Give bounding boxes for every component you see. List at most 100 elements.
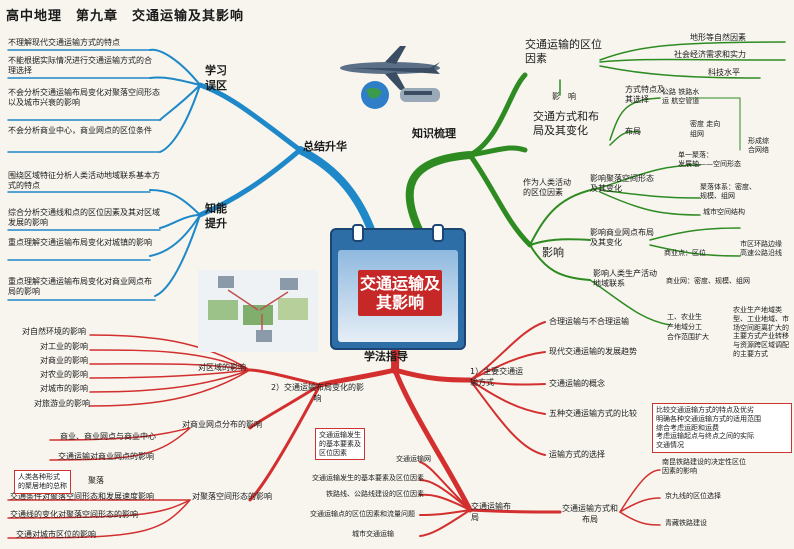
transport-layout-item: 铁路线、公路线建设的区位因素 (326, 490, 424, 498)
settlement-impact-item: 聚落体系：密度、 (700, 183, 756, 191)
note-line: 的聚居地的总称 (18, 481, 67, 490)
commercial-impact-item: 商业、商业网点与商业中心 (60, 432, 156, 441)
settlement-form-item: 交通对城市区位的影响 (16, 530, 96, 539)
method-label: 学法指导 (364, 350, 408, 363)
transport-type-item: 运输方式的选择 (549, 450, 605, 459)
settlement-form-item: 聚落 (88, 476, 104, 485)
summary-label: 总结升华 (303, 140, 347, 153)
case-study-item: 京九线的区位选择 (665, 492, 721, 500)
mode-feature-values: 运 航空管道 (662, 97, 700, 105)
skill-item: 重点理解交通运输布局变化对城镇的影响 (8, 238, 152, 247)
case-study-item: 青藏铁路建设 (665, 519, 707, 527)
layout-label: 布局 (625, 127, 641, 136)
note-line: 的基本要素及 (319, 439, 361, 448)
central-topic-title: 交通运输及其影响 (358, 270, 442, 317)
note-line: 区位因素 (319, 448, 347, 457)
blue-trunk (296, 146, 376, 236)
settlement-impact-item: 单一聚落： (678, 151, 713, 159)
binder-ring (432, 224, 444, 242)
commerce-impact-item: 高速公路沿线 (740, 249, 782, 257)
transport-type-item: 现代交通运输的发展趋势 (549, 347, 637, 356)
settlement-impact-item: 城市空间结构 (703, 208, 745, 216)
network-label: 合网络 (748, 146, 769, 154)
transport-layout-item: 交通运输点的区位因素和流量问题 (310, 510, 415, 518)
location-factor: 地形等自然因素 (690, 33, 746, 42)
skills-label: 知能提升 (205, 202, 227, 230)
layout-change-label: 2）交通运输布局变化的影响 (270, 383, 365, 403)
green-trunk (405, 151, 474, 236)
influence-label: 影 响 (552, 92, 576, 101)
errors-label: 学习误区 (205, 64, 227, 92)
knowledge-label: 知识梳理 (412, 127, 456, 140)
network-label: 形成综 (748, 137, 769, 145)
region-impact-item: 对自然环境的影响 (22, 327, 86, 336)
mode-choice-note: 比较交通运输方式的特点及优劣 明确各种交通运输方式的适用范围 综合考虑运距和运费… (652, 403, 792, 453)
region-impact-item: 对旅游业的影响 (34, 399, 90, 408)
region-impact-item: 对商业的影响 (40, 356, 88, 365)
settlement-impact-label: 影响聚落空间形态及其变化 (590, 174, 654, 193)
skill-item: 重点理解交通运输布局变化对商业网点布局的影响 (8, 277, 152, 296)
transport-mode-layout-label: 交通方式和布局及其变化 (533, 110, 599, 138)
commercial-impact-label: 对商业网点分布的影响 (182, 420, 262, 429)
region-impact-item: 对农业的影响 (40, 370, 88, 379)
production-impact-item: 工、农业生 (667, 313, 702, 321)
commerce-impact-item: 商业点：区位 (664, 249, 706, 257)
transport-factor-note: 交通运输发生 的基本要素及 区位因素 (315, 428, 365, 461)
commerce-impact-label: 影响商业网点布局及其变化 (590, 228, 654, 247)
production-impact-item: 农业生产地域类型、工业地域、市场空间距离扩大的主要方式产业转移与资源跨区域调配的… (733, 306, 789, 358)
mode-features-label: 方式特点及其选择 (625, 85, 665, 104)
transport-layout-item: 交通运输发生的基本要素及区位因素 (312, 474, 424, 482)
production-impact-label: 影响人类生产活动地域联系 (593, 269, 657, 288)
binder-ring (352, 224, 364, 242)
activity-factor-label: 作为人类活动的区位因素 (523, 178, 571, 197)
region-impact-label: 对区域的影响 (198, 363, 246, 372)
location-factor: 科技水平 (708, 68, 740, 77)
transport-type-item: 交通运输的概念 (549, 379, 605, 388)
mode-feature-values: 公路 铁路水 (662, 88, 700, 96)
production-impact-item: 合作范围扩大 (667, 333, 709, 341)
transport-type-item: 合理运输与不合理运输 (549, 317, 629, 326)
production-impact-item: 产地域分工 (667, 323, 702, 331)
commerce-impact-item: 市区环路边缘 (740, 240, 782, 248)
transport-layout-item: 交通运输网 (396, 455, 431, 463)
case-study-label: 交通运输方式和布局 (562, 504, 618, 524)
error-item: 不会分析交通运输布局变化对聚落空间形态以及城市兴衰的影响 (8, 88, 160, 107)
error-item: 不理解现代交通运输方式的特点 (8, 38, 120, 47)
region-impact-item: 对工业的影响 (40, 342, 88, 351)
commercial-impact-item: 交通运输对商业网点的影响 (58, 452, 154, 461)
note-line: 考虑运输起点与终点之间的实际 (656, 432, 754, 441)
transport-layout-item: 城市交通运输 (352, 530, 394, 538)
layout-values: 密度 走向 (690, 120, 721, 128)
location-factor: 社会经济需求和实力 (674, 50, 746, 59)
error-item: 不会分析商业中心，商业网点的区位条件 (8, 126, 152, 135)
note-line: 人类各种形式 (18, 473, 60, 481)
note-line: 明确各种交通运输方式的适用范围 (656, 414, 761, 423)
airplane-globe-illustration (340, 46, 440, 109)
page-title: 高中地理 第九章 交通运输及其影响 (6, 9, 245, 24)
settlement-impact-item: 规模、组网 (700, 192, 735, 200)
impact-label: 影响 (542, 246, 564, 259)
error-item: 不能根据实际情况进行交通运输方式的合理选择 (8, 56, 152, 75)
settlement-illustration (198, 270, 318, 352)
location-factors-label: 交通运输的区位因素 (525, 38, 602, 66)
settlement-impact-item: 发展轴——空间形态 (678, 160, 741, 168)
note-line: 交通运输发生 (319, 431, 361, 439)
settlement-form-label: 对聚落空间形态的影响 (192, 492, 272, 501)
note-line: 比较交通运输方式的特点及优劣 (656, 406, 754, 414)
case-study-item: 南昆铁路建设的决定性区位因素的影响 (662, 458, 746, 475)
transport-type-item: 五种交通运输方式的比较 (549, 409, 637, 418)
settlement-form-item: 交通条件对聚落空间形态和发展速度影响 (10, 492, 154, 501)
skill-item: 综合分析交通线和点的区位因素及其对区域发展的影响 (8, 208, 160, 227)
settlement-definition-note: 人类各种形式 的聚居地的总称 (14, 470, 71, 494)
region-impact-item: 对城市的影响 (40, 384, 88, 393)
settlement-form-item: 交通线的变化对聚落空间形态的影响 (10, 510, 138, 519)
skill-item: 围绕区域特征分析人类活动地域联系基本方式的特点 (8, 171, 160, 190)
layout-values: 组网 (690, 130, 704, 138)
transport-layout-label: 交通运输布局 (471, 502, 511, 522)
central-topic: 交通运输及其影响 (330, 224, 466, 350)
note-line: 交通情况 (656, 441, 684, 449)
note-line: 综合考虑运距和运费 (656, 423, 719, 432)
commerce-impact-item: 商业网：密度、规模、组网 (666, 277, 750, 285)
